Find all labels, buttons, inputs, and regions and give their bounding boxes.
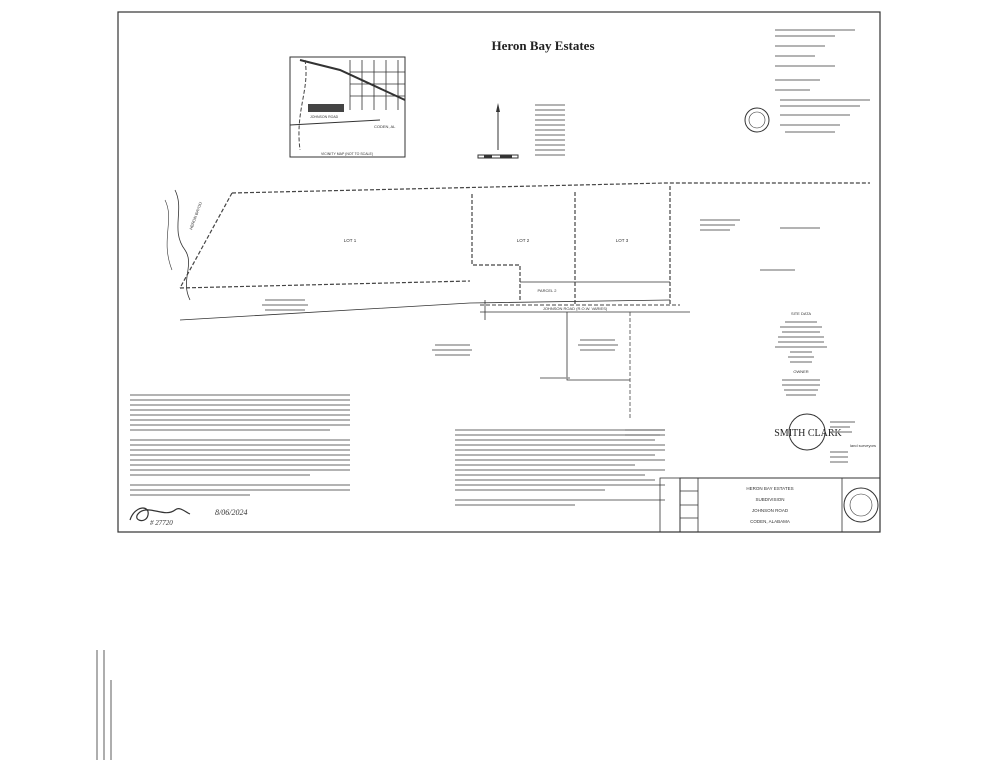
title-block-type: SUBDIVISION [755, 497, 784, 502]
site-data: SITE DATA OWNER [775, 311, 827, 396]
plat-title: Heron Bay Estates [491, 38, 594, 53]
surveyor-seal [843, 487, 879, 523]
adjoiner-notes [262, 219, 820, 436]
legal-description [130, 394, 350, 496]
lot-1-label: LOT 1 [344, 238, 357, 243]
bayou-shoreline [174, 189, 191, 301]
road-label: JOHNSON ROAD (R.O.W. VARIES) [543, 306, 608, 311]
recording-stamp [96, 650, 112, 760]
bayou-label: HERON BAYOU [188, 201, 203, 230]
svg-text:OWNER: OWNER [793, 369, 808, 374]
surveyor-signature: # 27720 8/06/2024 [129, 507, 247, 527]
vicinity-map: CODEN, AL JOHNSON ROAD VICINITY MAP (NOT… [289, 56, 406, 158]
svg-text:land surveyors: land surveyors [850, 443, 876, 448]
title-block-location: CODEN, ALABAMA [750, 519, 790, 524]
notes [455, 429, 665, 506]
svg-text:SMITH CLARK: SMITH CLARK [774, 428, 842, 439]
property-boundary [179, 182, 870, 420]
certificate-block [744, 29, 870, 133]
lot-3-label: LOT 3 [616, 238, 629, 243]
title-block: HERON BAY ESTATES SUBDIVISION JOHNSON RO… [659, 477, 881, 533]
north-arrow-icon [496, 103, 500, 150]
town-label: CODEN, AL [374, 124, 396, 129]
title-block-name: HERON BAY ESTATES [746, 486, 793, 491]
scale-bar [477, 154, 519, 159]
registration-number: # 27720 [150, 519, 173, 527]
site-marker [308, 104, 344, 112]
title-block-road: JOHNSON ROAD [752, 508, 789, 513]
surveyor-logo: SMITH CLARK land surveyors [774, 413, 876, 463]
legend [535, 104, 565, 156]
svg-text:SITE DATA: SITE DATA [791, 311, 811, 316]
vicinity-caption: VICINITY MAP (NOT TO SCALE) [321, 152, 373, 156]
sheet-border [117, 11, 881, 533]
lot-2-label: LOT 2 [517, 238, 530, 243]
parcel-2-label: PARCEL 2 [538, 288, 558, 293]
signature-date: 8/06/2024 [215, 508, 247, 517]
vicinity-road-label: JOHNSON ROAD [310, 115, 339, 119]
